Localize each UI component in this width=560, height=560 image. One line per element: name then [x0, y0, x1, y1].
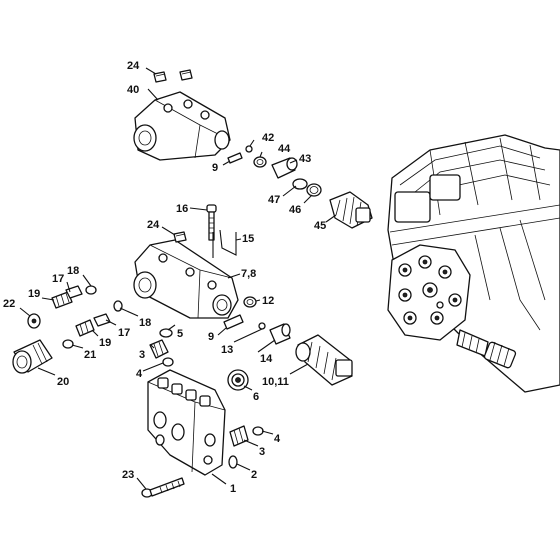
label-19: 19	[28, 288, 40, 300]
label-18: 18	[139, 317, 151, 329]
label-20: 20	[57, 376, 69, 388]
label-23: 23	[122, 469, 134, 481]
label-18: 18	[67, 265, 79, 277]
label-40: 40	[127, 84, 139, 96]
label-17: 17	[52, 273, 64, 285]
label-5: 5	[177, 328, 183, 340]
manifold-40	[133, 91, 231, 161]
label-44: 44	[278, 143, 291, 155]
label-6: 6	[253, 391, 259, 403]
label-9: 9	[208, 331, 214, 343]
manifold-7-8	[133, 239, 239, 319]
parts-3-5-upper	[149, 328, 174, 367]
pump-body-1	[147, 369, 226, 476]
label-46: 46	[289, 204, 301, 216]
label-43: 43	[299, 153, 311, 165]
label-42: 42	[262, 132, 274, 144]
label-7-8: 7,8	[241, 268, 256, 280]
label-13: 13	[221, 344, 233, 356]
plug-24-mid	[173, 231, 187, 243]
callout-labels: 24 40 42 44 9 43 47 46 45 16 24 15 18 17…	[3, 60, 326, 495]
plugs-24-top	[153, 69, 193, 83]
label-2: 2	[251, 469, 257, 481]
label-17: 17	[118, 327, 130, 339]
label-19: 19	[99, 337, 111, 349]
label-4: 4	[274, 433, 281, 445]
label-9: 9	[212, 162, 218, 174]
label-1: 1	[230, 483, 236, 495]
label-3: 3	[139, 349, 145, 361]
label-24: 24	[127, 60, 140, 72]
label-15: 15	[242, 233, 254, 245]
inlet-fitting-20	[12, 339, 53, 374]
label-22: 22	[3, 298, 15, 310]
label-21: 21	[84, 349, 96, 361]
parts-17-22-upper	[27, 285, 97, 329]
label-10-11: 10,11	[262, 376, 289, 388]
label-12: 12	[262, 295, 274, 307]
bolt-16	[206, 204, 217, 241]
valve-10-11	[295, 334, 353, 386]
label-3: 3	[259, 446, 265, 458]
leader-lines	[19, 67, 337, 490]
label-4: 4	[136, 368, 143, 380]
motor-assembly	[387, 134, 560, 393]
bearing-6	[227, 369, 249, 391]
valve-45	[329, 191, 373, 229]
label-14: 14	[260, 353, 273, 365]
parts-2-4-lower	[228, 425, 264, 469]
label-16: 16	[176, 203, 188, 215]
parts-9-14	[223, 296, 291, 345]
parts-17-19-lower	[62, 300, 123, 349]
label-24: 24	[147, 219, 160, 231]
bolt-23	[141, 477, 185, 498]
clip-15	[212, 229, 237, 258]
label-45: 45	[314, 220, 326, 232]
label-47: 47	[268, 194, 280, 206]
